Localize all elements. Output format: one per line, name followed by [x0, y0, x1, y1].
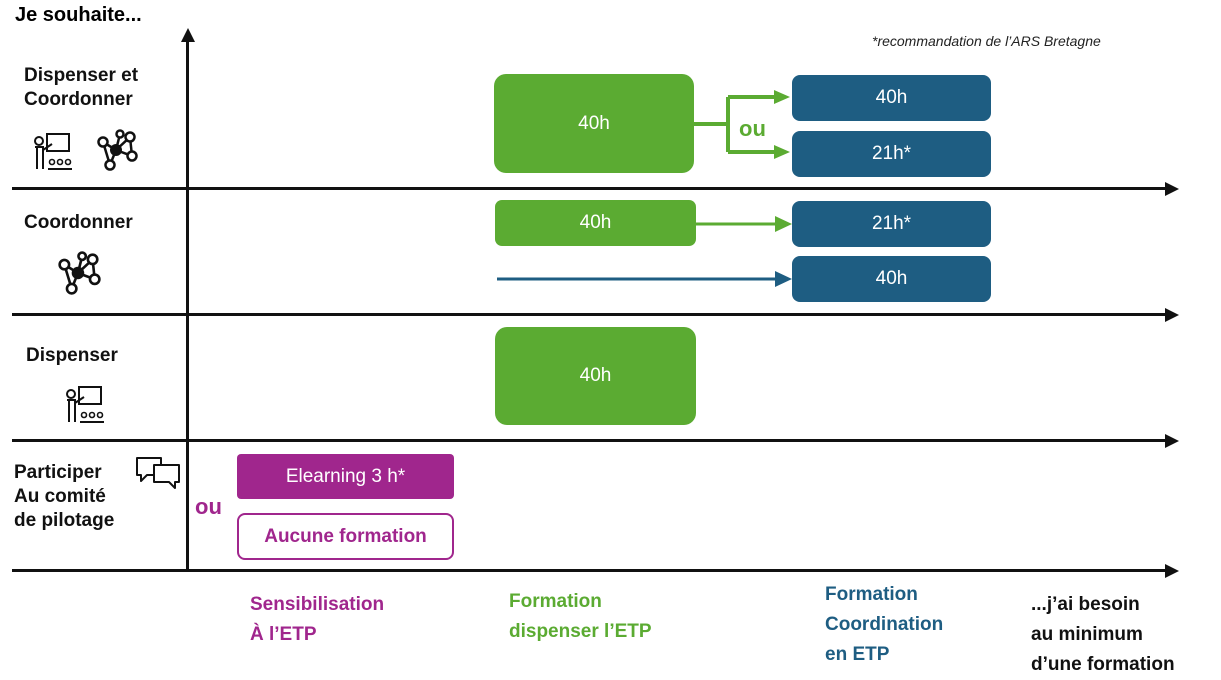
row2-blue-box-top: 21h* [792, 201, 991, 247]
y-axis-arrowhead [181, 28, 195, 42]
column-label-minimum-line3: d’une formation [1031, 654, 1175, 675]
row1-label: Dispenser et Coordonner [24, 64, 138, 112]
elearning-box: Elearning 3 h* [237, 454, 454, 499]
row1-fork-arrows [694, 90, 790, 159]
row4-label-line1: Participer [14, 462, 102, 483]
column-label-minimum-line1: ...j’ai besoin [1031, 594, 1140, 615]
network-icon [97, 129, 138, 171]
column-label-coordination: Formation Coordination en ETP [825, 580, 943, 670]
column-label-coordination-line2: Coordination [825, 614, 944, 635]
row1-blue-box-top: 40h [792, 75, 991, 121]
column-label-sensibilisation-line1: Sensibilisation [250, 594, 385, 615]
no-training-box: Aucune formation [237, 513, 454, 560]
row-separator-4-arrowhead [1165, 564, 1179, 578]
row2-blue-arrow [497, 271, 792, 287]
y-axis [186, 40, 189, 570]
row2-green-arrow [695, 216, 792, 232]
row4-label-line2: Au comité [14, 486, 106, 507]
row-separator-3 [12, 439, 1167, 442]
row3-green-box: 40h [495, 327, 696, 425]
chat-icon [136, 457, 180, 489]
row1-green-box: 40h [494, 74, 694, 173]
row-separator-1 [12, 187, 1167, 190]
row1-blue-box-bottom: 21h* [792, 131, 991, 177]
row4-or-label: ou [195, 494, 222, 519]
column-label-minimum-line2: au minimum [1031, 624, 1143, 645]
column-label-sensibilisation-line2: À l’ETP [250, 624, 317, 645]
column-label-dispenser: Formation dispenser l’ETP [509, 587, 652, 647]
row-separator-3-arrowhead [1165, 434, 1179, 448]
row1-or-label: ou [739, 116, 766, 141]
column-label-coordination-line3: en ETP [825, 644, 890, 665]
row-separator-1-arrowhead [1165, 182, 1179, 196]
recommendation-note: *recommandation de l’ARS Bretagne [872, 33, 1101, 49]
column-label-sensibilisation: Sensibilisation À l’ETP [250, 590, 384, 650]
axis-label: Je souhaite... [15, 4, 142, 26]
row1-label-line2: Coordonner [24, 89, 133, 110]
teacher-icon [34, 133, 72, 170]
network-icon [58, 251, 101, 295]
column-label-minimum: ...j’ai besoin au minimum d’une formatio… [1031, 590, 1175, 680]
row4-label-line3: de pilotage [14, 510, 115, 531]
row2-blue-box-bottom: 40h [792, 256, 991, 302]
column-label-dispenser-line2: dispenser l’ETP [509, 621, 652, 642]
row2-green-box: 40h [495, 200, 696, 246]
row2-label: Coordonner [24, 212, 133, 233]
row3-label: Dispenser [26, 345, 118, 366]
teacher-icon [66, 386, 104, 423]
row4-label: Participer Au comité de pilotage [14, 461, 114, 533]
row-separator-2-arrowhead [1165, 308, 1179, 322]
column-label-coordination-line1: Formation [825, 584, 918, 605]
column-label-dispenser-line1: Formation [509, 591, 602, 612]
row-separator-4 [12, 569, 1167, 572]
row-separator-2 [12, 313, 1167, 316]
row1-label-line1: Dispenser et [24, 65, 139, 86]
